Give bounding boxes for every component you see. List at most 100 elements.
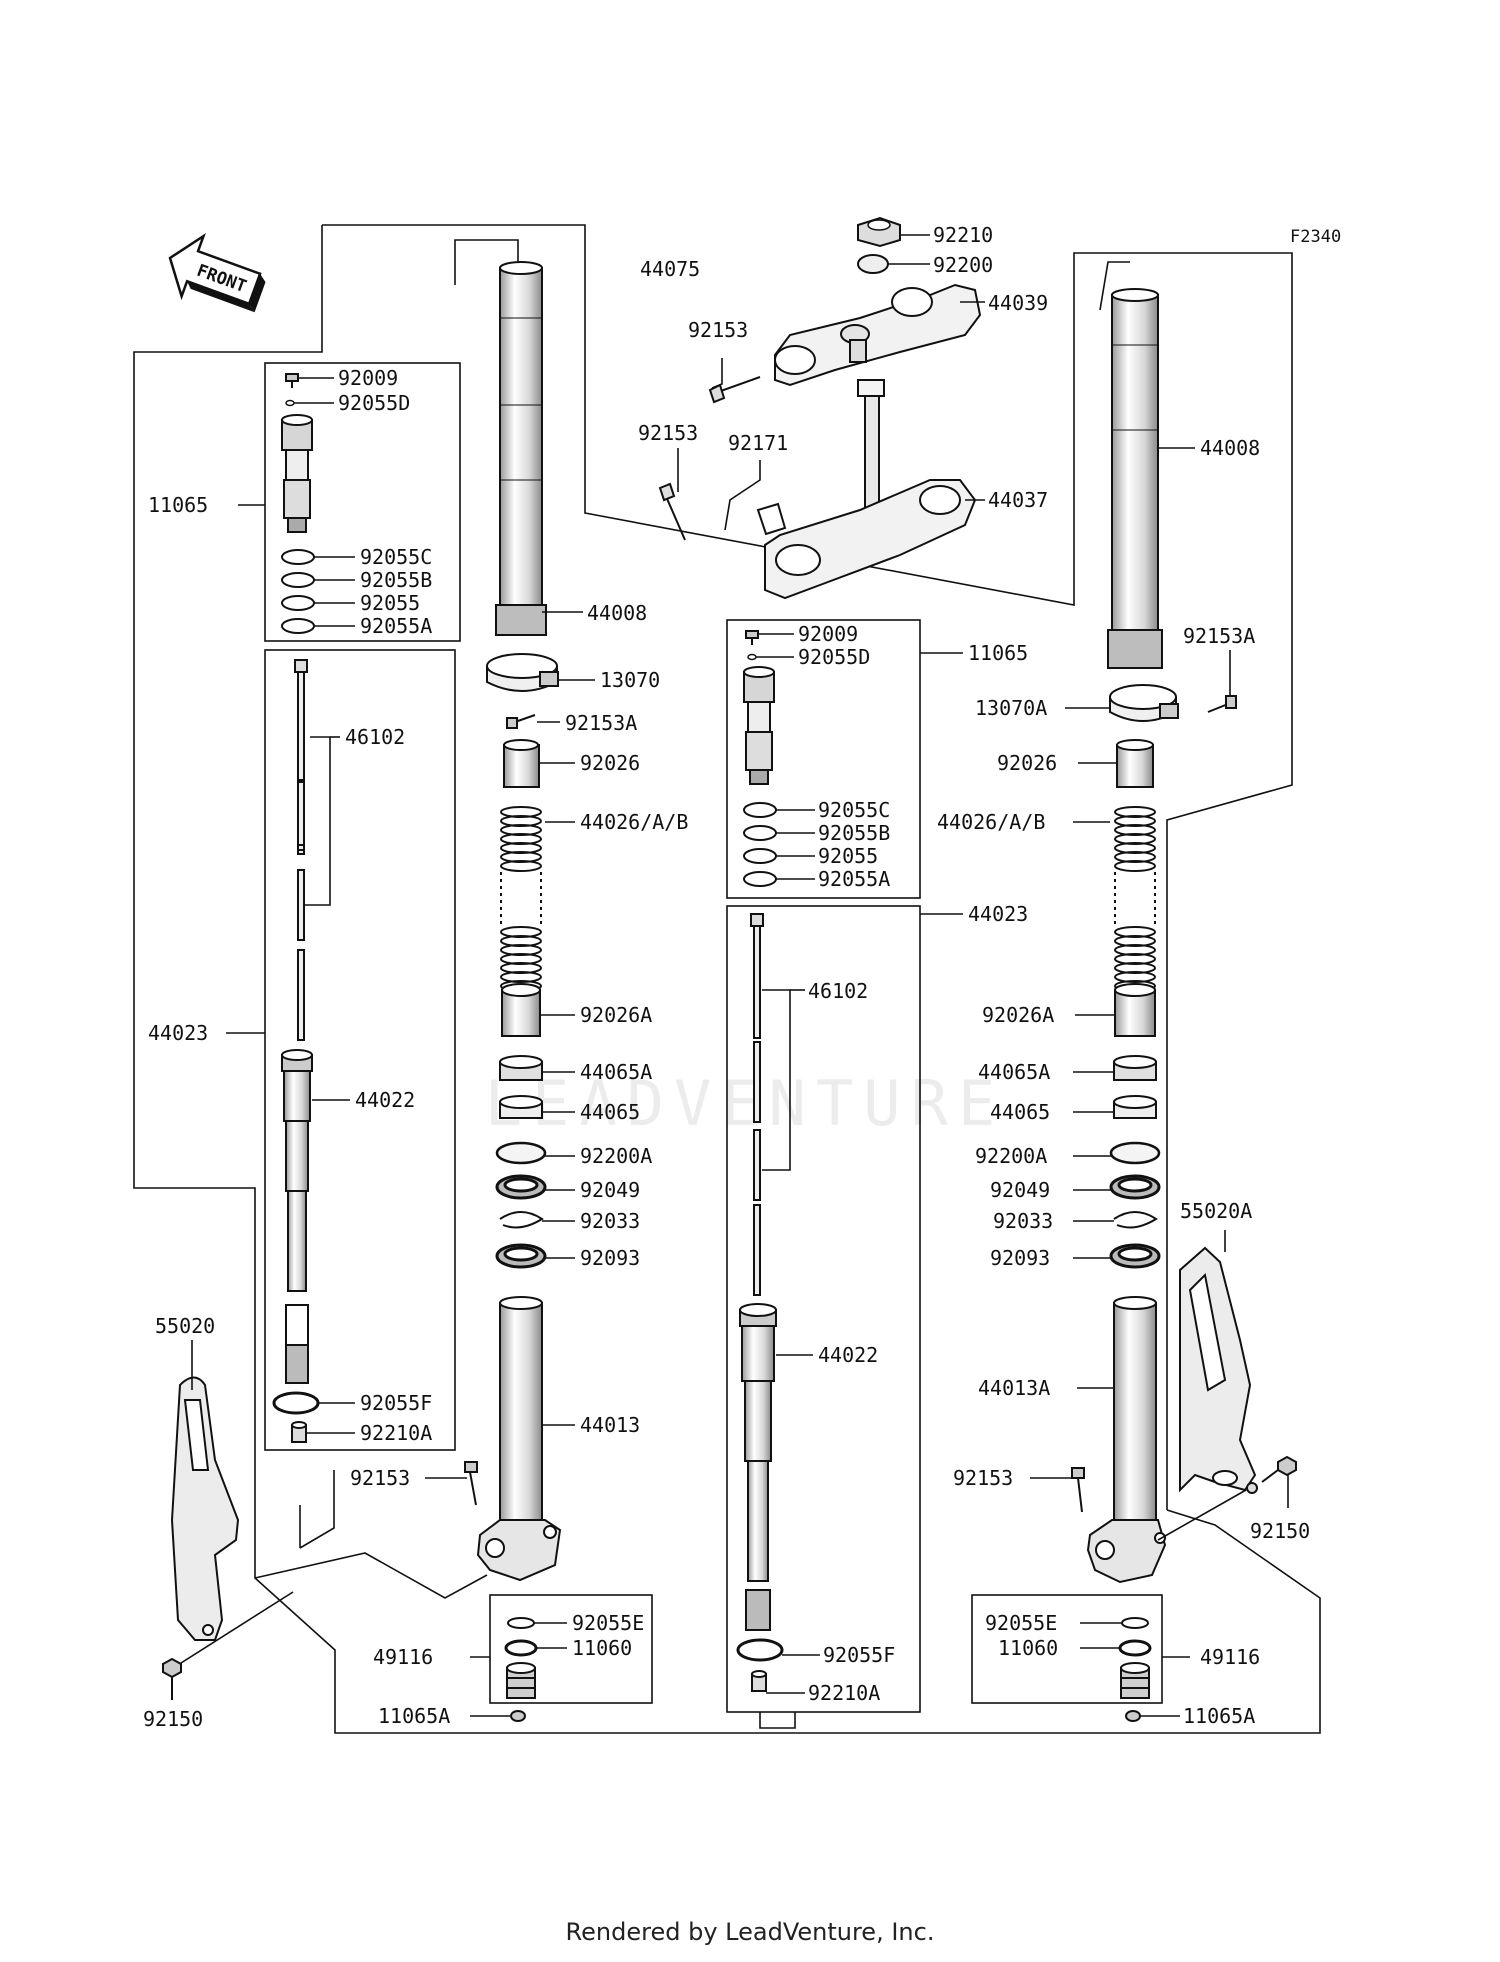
l-cartridge-box: [264, 362, 461, 642]
label-l-guard-bolt: 92150: [143, 1707, 203, 1731]
l-cylinder-box: [264, 649, 456, 1451]
label-m-oring-a: 92055A: [818, 867, 890, 891]
label-c-bush-a: 44065A: [580, 1060, 652, 1084]
label-l-oring-a: 92055A: [360, 614, 432, 638]
m-oring-f-icon: [736, 1638, 784, 1662]
label-c-oring-e: 92055E: [572, 1611, 644, 1635]
label-l-bushing-upper: 44008: [587, 601, 647, 625]
bolt-lower-icon: [658, 482, 686, 541]
label-top-nut: 92210: [933, 223, 993, 247]
spring-coil: [1114, 860, 1156, 872]
label-m-oring: 92055: [818, 844, 878, 868]
r-collar-icon: [1116, 739, 1154, 788]
footer-credit: Rendered by LeadVenture, Inc.: [565, 1918, 935, 1946]
m-cylinder-icon: [739, 1303, 777, 1631]
l-outer-tube-icon: [495, 261, 547, 636]
m-cap-bolt-icon: [745, 630, 759, 645]
label-c-dust-seal: 92093: [580, 1246, 640, 1270]
label-l-cylinder: 44022: [355, 1088, 415, 1112]
r-plug-icon: [1125, 1710, 1141, 1722]
label-r-seal: 92049: [990, 1178, 1050, 1202]
label-m-oring-b: 92055B: [818, 821, 890, 845]
l-guard-bolt-icon: [162, 1657, 182, 1700]
m-cylinder-box: [726, 905, 921, 1713]
m-oring-icon: [743, 848, 777, 864]
label-r-outer-tube: 44008: [1200, 436, 1260, 460]
label-r-bush-a: 44065A: [978, 1060, 1050, 1084]
label-l-nut-a: 92210A: [360, 1421, 432, 1445]
label-c-washer-a: 92200A: [580, 1144, 652, 1168]
r-axle-bolt-icon: [1071, 1467, 1085, 1513]
l-guard-leader: [180, 1591, 294, 1664]
figure-code: F2340: [1290, 227, 1341, 247]
l-guard-icon: [170, 1376, 240, 1641]
m-bottom-bracket: [759, 1712, 796, 1729]
label-r-guard: 55020A: [1180, 1199, 1252, 1223]
m-oring-a-icon: [743, 871, 777, 887]
upper-bracket-icon: [774, 283, 982, 387]
label-l-axle-bolt: 92153: [350, 1466, 410, 1490]
label-m-cartridge-kit: 11065: [968, 641, 1028, 665]
r-washer-a-icon: [1109, 1141, 1161, 1165]
bolt-upper-icon: [708, 376, 761, 404]
top-washer-icon: [857, 254, 889, 274]
label-c-plug: 11065A: [378, 1704, 450, 1728]
r-oring-e-icon: [1121, 1617, 1149, 1629]
c-base-valve-icon: [506, 1662, 536, 1699]
label-upper-bracket: 44039: [988, 291, 1048, 315]
m-cartridge-box: [726, 619, 921, 899]
r-outer-tube-icon: [1107, 288, 1163, 669]
r-base-valve-icon: [1120, 1662, 1150, 1699]
c-washer-a-icon: [495, 1141, 547, 1165]
label-l-cartridge-kit: 11065: [148, 493, 208, 517]
c-seal-icon: [495, 1174, 547, 1200]
c-bush-icon: [499, 1095, 543, 1119]
c-clamp-bolt-icon: [506, 714, 536, 729]
label-r-gasket: 11060: [998, 1636, 1058, 1660]
label-l-oring-f: 92055F: [360, 1391, 432, 1415]
label-c-collar-a: 92026A: [580, 1003, 652, 1027]
label-c-clamp: 13070: [600, 668, 660, 692]
c-oring-e-icon: [507, 1617, 535, 1629]
label-l-cap-bolt: 92009: [338, 366, 398, 390]
l-oring-c-icon: [281, 549, 315, 565]
label-m-cylinder: 44022: [818, 1343, 878, 1367]
watermark: LEADVENTURE: [485, 1067, 1006, 1140]
spring-coil: [500, 860, 542, 872]
c-plug-icon: [510, 1710, 526, 1722]
label-c-bush: 44065: [580, 1100, 640, 1124]
c-collar-a-icon: [501, 983, 541, 1037]
label-r-clamp-bolt: 92153A: [1183, 624, 1255, 648]
r-clamp-bolt-icon: [1207, 695, 1237, 713]
label-c-base-valve: 49116: [373, 1645, 433, 1669]
c-base-box: [489, 1594, 653, 1704]
label-c-circlip: 92033: [580, 1209, 640, 1233]
r-bush-icon: [1113, 1095, 1157, 1119]
l-axle-bolt-icon: [464, 1461, 478, 1506]
label-bolt-upper: 92153: [688, 318, 748, 342]
label-lower-bracket: 44037: [988, 488, 1048, 512]
c-collar-icon: [503, 739, 540, 788]
m-oring-c-icon: [743, 802, 777, 818]
l-rod-icon: [294, 659, 308, 1041]
r-dust-seal-icon: [1109, 1243, 1161, 1269]
r-guard-bolt-icon: [1246, 1455, 1297, 1494]
r-guard-icon: [1179, 1246, 1257, 1493]
label-l-oring-c: 92055C: [360, 545, 432, 569]
r-gasket-icon: [1118, 1639, 1152, 1657]
label-l-guard: 55020: [155, 1314, 215, 1338]
r-bush-a-icon: [1113, 1055, 1157, 1081]
r-guard-leader: [1157, 1489, 1247, 1541]
label-clamp: 92171: [728, 431, 788, 455]
m-oring-b-icon: [743, 825, 777, 841]
top-nut-icon: [857, 216, 901, 248]
front-arrow-icon: FRONT: [168, 233, 266, 313]
label-c-gasket: 11060: [572, 1636, 632, 1660]
l-oring-f-icon: [272, 1391, 320, 1415]
label-r-base-valve: 49116: [1200, 1645, 1260, 1669]
label-r-guard-bolt: 92150: [1250, 1519, 1310, 1543]
label-c-seal: 92049: [580, 1178, 640, 1202]
label-c-inner-tube: 44013: [580, 1413, 640, 1437]
r-spring-icon: [1114, 806, 1156, 992]
